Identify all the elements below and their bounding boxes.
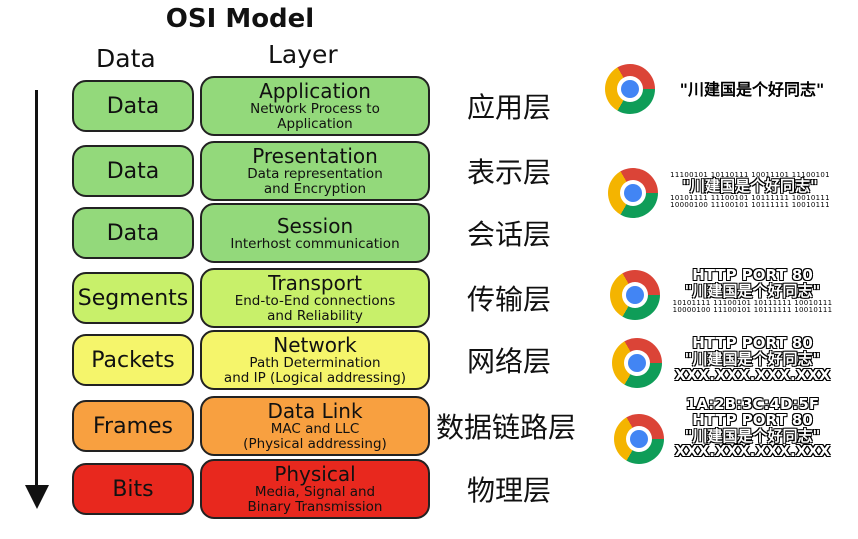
layer-chinese-name: 物理层 — [467, 474, 552, 507]
layer-name: Network — [273, 333, 357, 358]
port-label: HTTP PORT 80 — [692, 334, 813, 352]
layer-chinese-name: 网络层 — [467, 345, 552, 378]
data-unit-pill: Data — [72, 145, 194, 197]
message-label: "川建国是个好同志" — [682, 177, 818, 196]
data-unit-pill: Data — [72, 80, 194, 132]
layer-chinese-name: 会话层 — [467, 218, 552, 251]
message-label: "川建国是个好同志" — [684, 426, 821, 445]
layer-column-header: Layer — [268, 40, 338, 69]
mac-label: 1A:2B:3C:4D:5F — [685, 395, 820, 413]
layer-desc: MAC and LLC(Physical addressing) — [243, 421, 387, 452]
transport-message-group: HTTP PORT 80 "川建国是个好同志" 10101111 1110010… — [670, 266, 835, 314]
chrome-icon — [605, 64, 655, 114]
message-label: "川建国是个好同志" — [684, 281, 821, 300]
port-label: HTTP PORT 80 — [692, 410, 813, 429]
layer-name: Presentation — [252, 144, 378, 169]
network-message-group: HTTP PORT 80 "川建国是个好同志" XXX.XXX.XXX.XXX — [670, 334, 835, 384]
chrome-icon — [614, 414, 664, 464]
layer-pill-data-link: Data Link MAC and LLC(Physical addressin… — [200, 396, 430, 456]
layer-name: Transport — [268, 271, 362, 296]
message-label: "川建国是个好同志" — [679, 80, 825, 99]
ip-label: XXX.XXX.XXX.XXX — [674, 442, 831, 461]
chrome-icon — [610, 270, 660, 320]
layer-chinese-name: 数据链路层 — [436, 411, 577, 444]
layer-chinese-name: 传输层 — [467, 283, 552, 316]
binary-line: 10101111 11100101 10111111 10010111 — [670, 194, 830, 203]
message-label: "川建国是个好同志" — [684, 349, 821, 368]
ip-label: XXX.XXX.XXX.XXX — [674, 365, 831, 384]
direction-arrow-line — [35, 90, 38, 495]
port-label: HTTP PORT 80 — [692, 266, 813, 284]
frame-message-group: 1A:2B:3C:4D:5F HTTP PORT 80 "川建国是个好同志" X… — [670, 395, 835, 461]
data-unit-pill: Data — [72, 207, 194, 259]
layer-desc: Interhost communication — [230, 235, 400, 252]
binary-line: 10000100 11100101 10111111 10010111 — [670, 201, 830, 210]
direction-arrow-head — [25, 485, 49, 509]
chrome-icon — [612, 338, 662, 388]
diagram-title: OSI Model — [165, 4, 315, 34]
layer-name: Application — [259, 79, 371, 104]
layer-name: Session — [276, 213, 354, 238]
binary-line: 11100101 10110111 10011101 11100101 — [670, 171, 830, 179]
layer-name: Physical — [274, 462, 356, 487]
layer-chinese-name: 应用层 — [467, 91, 552, 124]
binary-line: 10000100 11100101 10111111 10010111 — [672, 305, 833, 314]
data-unit-pill: Frames — [72, 400, 194, 452]
layer-name: Data Link — [267, 399, 363, 424]
binary-line: 10101111 11100101 10111111 10010111 — [672, 298, 833, 307]
encrypted-message-group: 11100101 10110111 10011101 11100101 "川建国… — [670, 171, 830, 210]
data-unit-pill: Segments — [72, 272, 194, 324]
data-column-header: Data — [96, 44, 156, 73]
chrome-icon — [608, 168, 658, 218]
data-unit-pill: Packets — [72, 334, 194, 386]
layer-pill-session: Session Interhost communication — [200, 203, 430, 263]
data-unit-pill: Bits — [72, 463, 194, 515]
layer-chinese-name: 表示层 — [467, 156, 552, 189]
